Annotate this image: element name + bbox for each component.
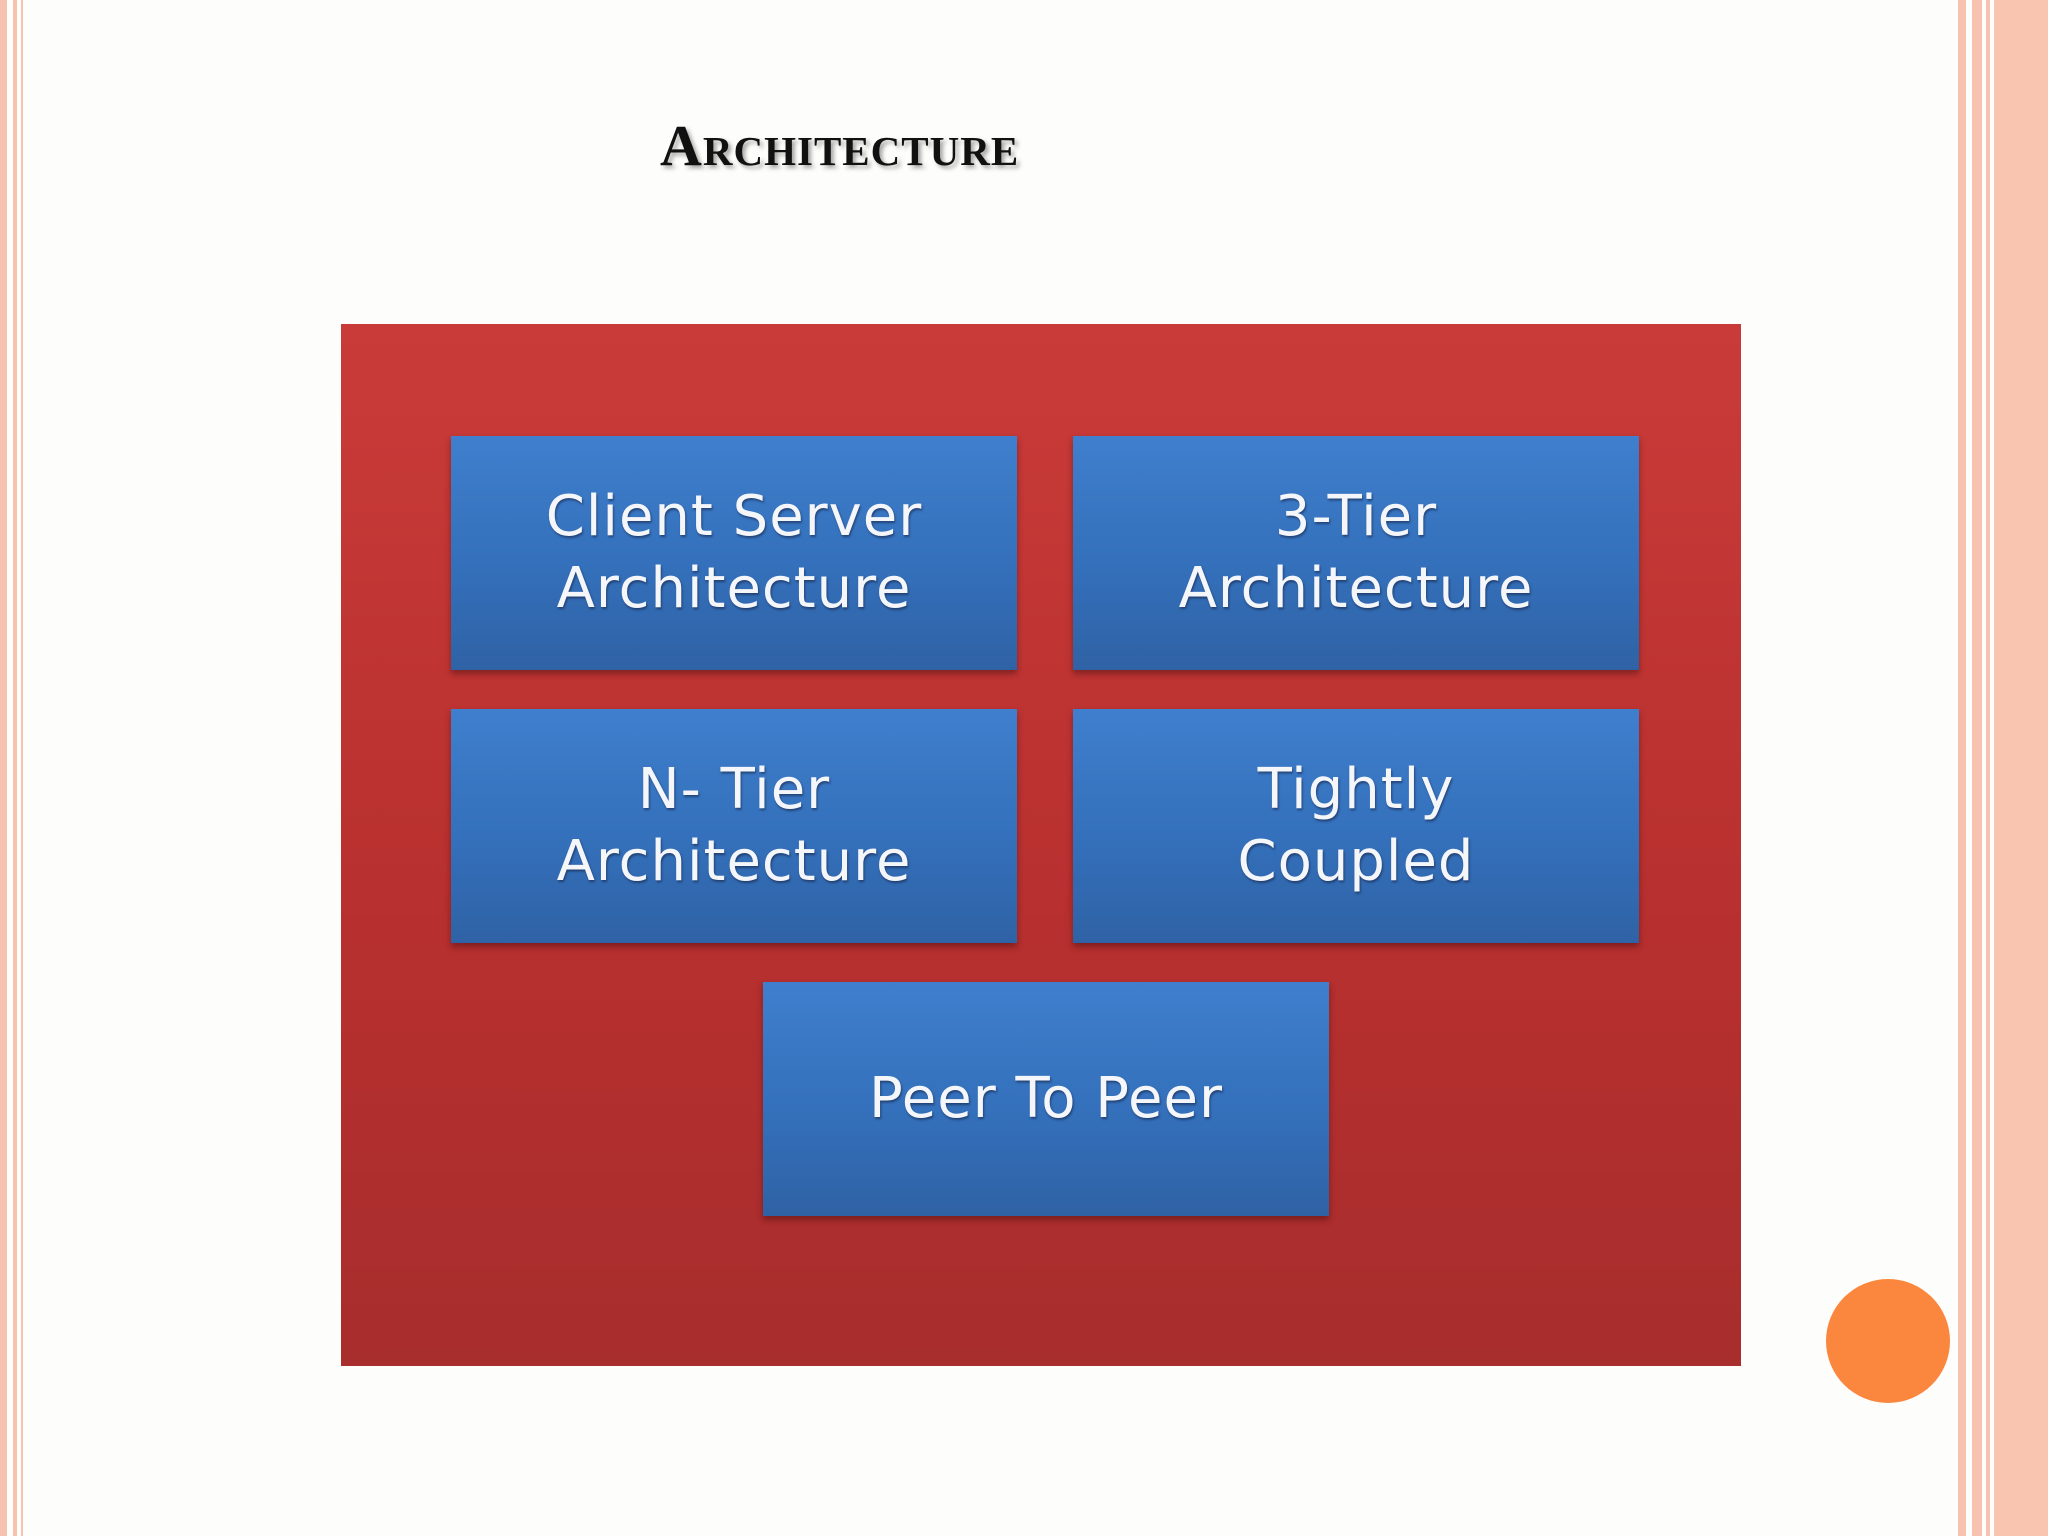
left-border-stripe — [0, 0, 7, 1536]
left-border-stripe — [13, 0, 17, 1536]
box-label: Peer To Peer — [869, 1066, 1223, 1131]
slide-title: Architecture — [660, 113, 1020, 178]
right-border-stripe — [1972, 0, 1982, 1536]
box-peer-to-peer: Peer To Peer — [763, 982, 1329, 1216]
left-border-stripe — [21, 0, 23, 1536]
right-border-stripe — [1958, 0, 1966, 1536]
orange-circle-decoration — [1826, 1279, 1950, 1403]
right-border-band — [1994, 0, 2048, 1536]
architecture-diagram: Client Server Architecture 3-Tier Archit… — [341, 324, 1741, 1366]
box-label: Client Server Architecture — [545, 484, 923, 621]
right-border-stripe — [1986, 0, 1990, 1536]
box-n-tier: N- Tier Architecture — [451, 709, 1017, 943]
box-label: Tightly Coupled — [1237, 757, 1475, 894]
box-label: N- Tier Architecture — [556, 757, 912, 894]
box-client-server: Client Server Architecture — [451, 436, 1017, 670]
box-tightly-coupled: Tightly Coupled — [1073, 709, 1639, 943]
box-3-tier: 3-Tier Architecture — [1073, 436, 1639, 670]
box-label: 3-Tier Architecture — [1178, 484, 1534, 621]
